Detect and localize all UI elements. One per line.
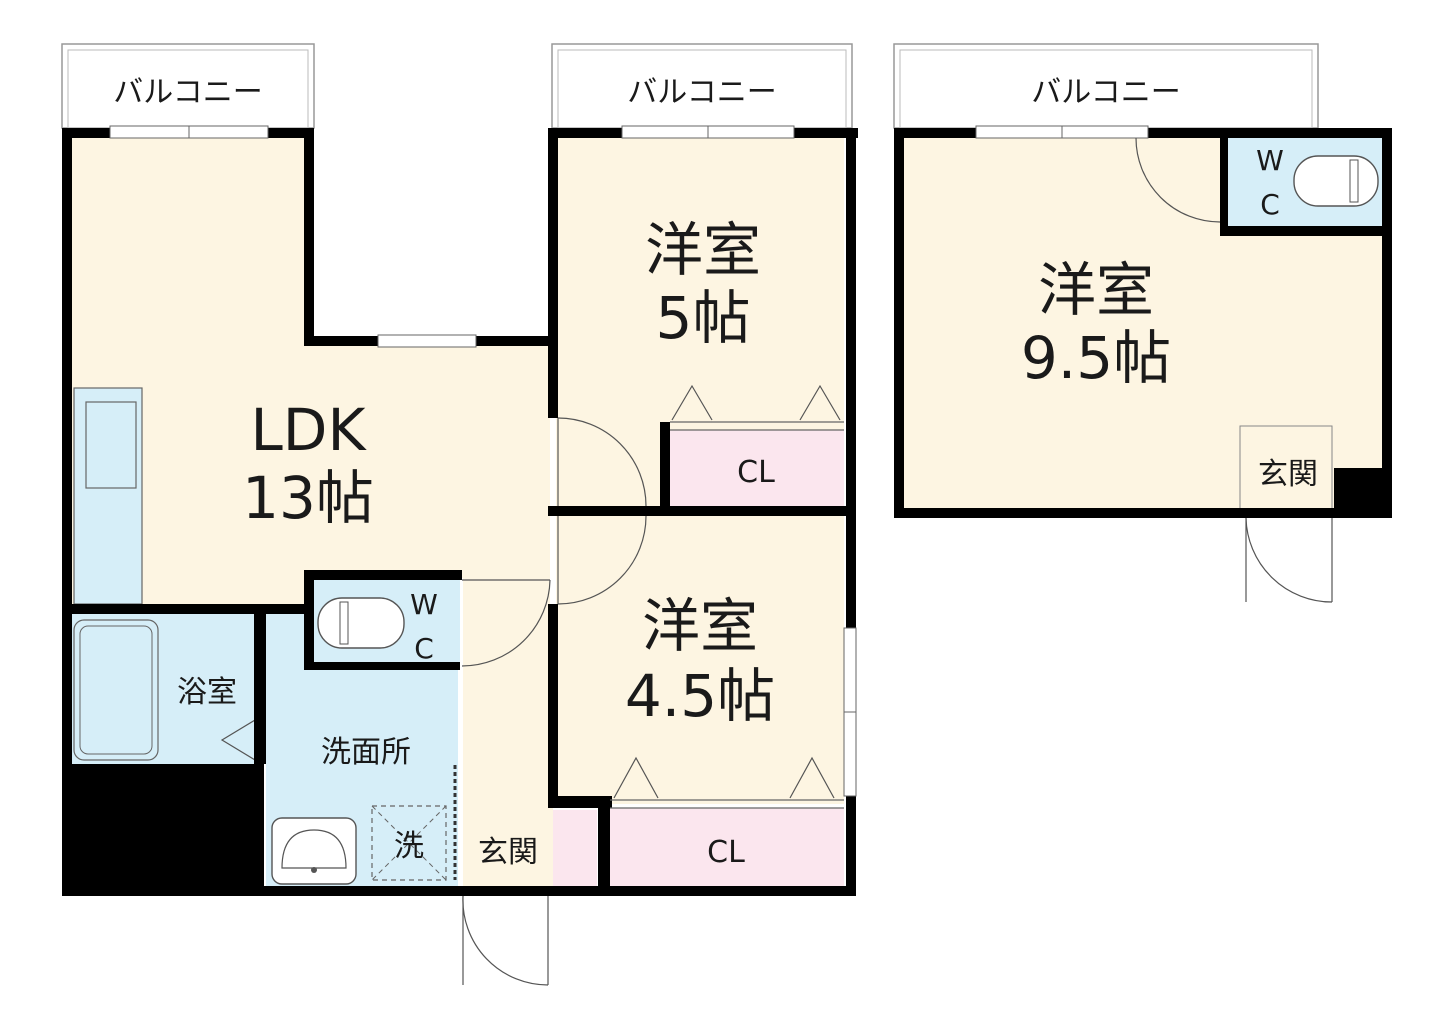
entrance-shelf xyxy=(553,810,597,887)
balcony-unit-3: バルコニー xyxy=(893,43,1319,129)
balcony-label: バルコニー xyxy=(113,75,262,110)
ldk-size: 13帖 xyxy=(242,464,374,532)
room-5-label: 洋室 xyxy=(645,216,761,284)
closet-b-floor xyxy=(610,808,844,888)
entrance-floor xyxy=(463,805,553,887)
unit-1: バルコニー xyxy=(61,43,610,986)
balcony-unit-2: バルコニー xyxy=(551,43,853,129)
washroom-label: 洗面所 xyxy=(321,735,411,770)
entrance-label: 玄関 xyxy=(478,835,538,870)
wc-label-w: W xyxy=(410,588,438,621)
doors-unit-2 xyxy=(557,417,647,605)
doors-unit-1 xyxy=(453,579,551,986)
windows-unit-3 xyxy=(975,125,1149,139)
wc-3-label-w: W xyxy=(1256,144,1284,177)
bath-label: 浴室 xyxy=(177,675,237,710)
room-5-size: 5帖 xyxy=(656,284,751,352)
balcony-label: バルコニー xyxy=(627,75,776,110)
kitchen-counter xyxy=(73,387,143,605)
room-9-5-label: 洋室 xyxy=(1038,256,1154,324)
balcony-label: バルコニー xyxy=(1031,75,1180,110)
unit-2: バルコニー xyxy=(548,43,858,896)
wash-basin xyxy=(271,817,357,885)
windows-unit-1 xyxy=(109,125,477,348)
washer-label: 洗 xyxy=(394,829,424,864)
wc-label-c: C xyxy=(414,632,434,665)
toilet-fixture xyxy=(317,597,405,649)
windows-unit-2 xyxy=(621,125,857,797)
doors-unit-3 xyxy=(1135,137,1333,603)
ldk-floor xyxy=(70,136,550,805)
closet-doors xyxy=(610,384,844,809)
toilet-fixture-3 xyxy=(1293,155,1379,207)
room-4-5-label: 洋室 xyxy=(642,592,758,660)
wc-3-label-c: C xyxy=(1260,188,1280,221)
ldk-label: LDK xyxy=(250,396,367,464)
closet-b-label: CL xyxy=(707,835,745,870)
closet-a-floor xyxy=(668,430,844,510)
entrance-3-label: 玄関 xyxy=(1258,457,1318,492)
washer-space xyxy=(371,805,447,881)
room-4-5-floor xyxy=(556,516,844,804)
room-4-5-size: 4.5帖 xyxy=(625,662,775,730)
balcony-unit-1: バルコニー xyxy=(61,43,315,129)
closet-a-label: CL xyxy=(737,455,775,490)
room-9-5-size: 9.5帖 xyxy=(1021,324,1171,392)
bathtub xyxy=(73,619,256,761)
unit-3: バルコニー 洋室 9.5帖 W xyxy=(893,43,1392,603)
